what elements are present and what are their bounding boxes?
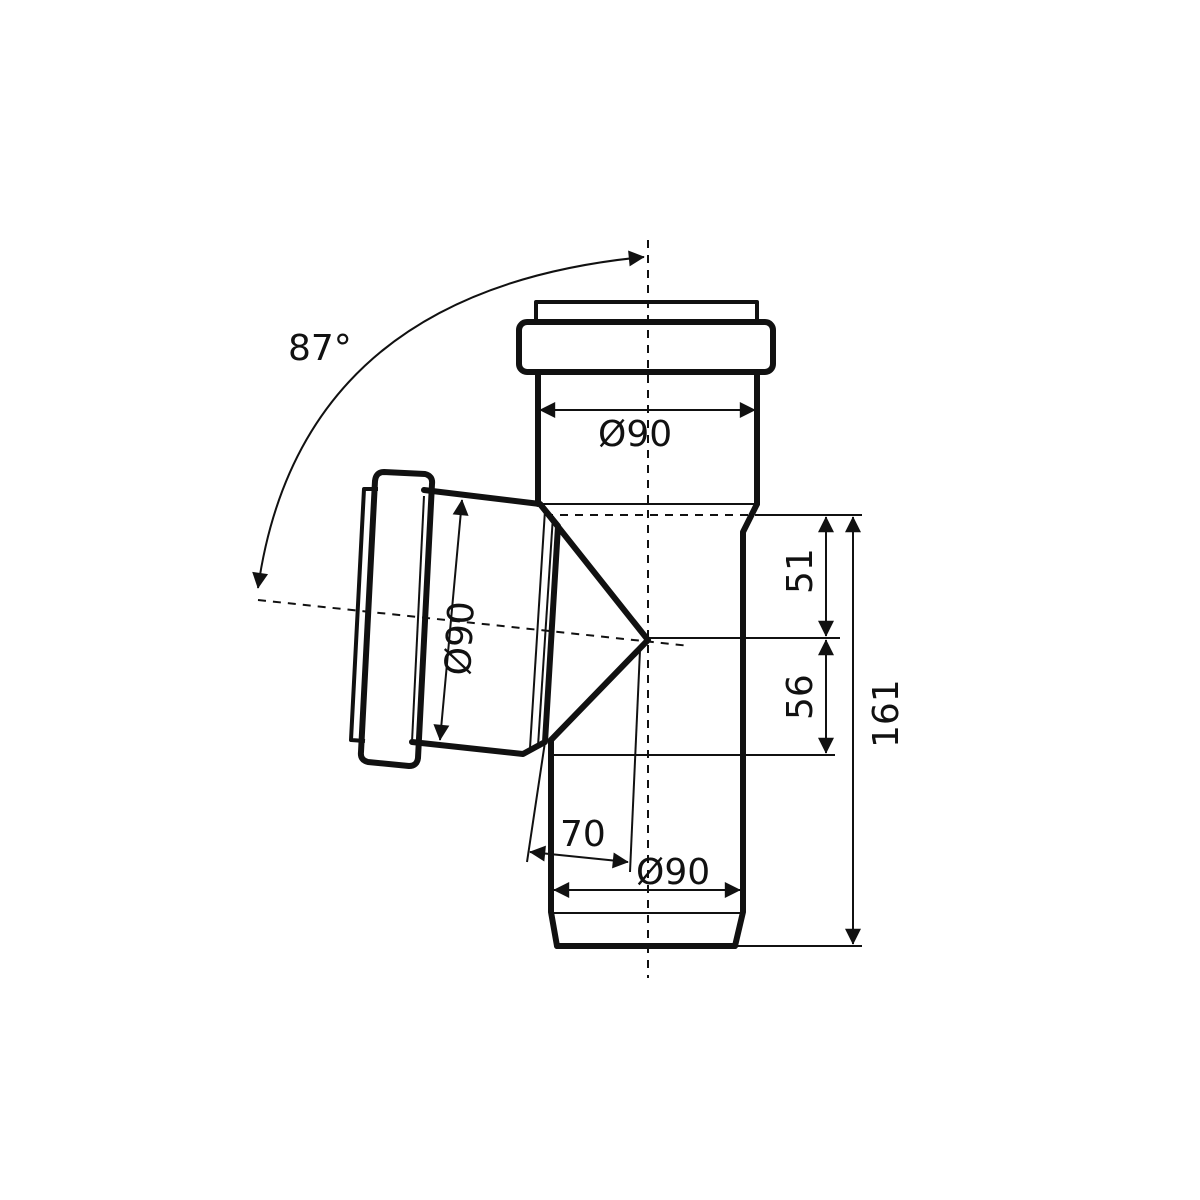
bottom-diameter-label: Ø90 [636,852,710,893]
branch-offset-extension-left [526,741,546,863]
lower-height-label: 56 [780,674,821,720]
branch-diameter-label: Ø90 [438,600,483,676]
angle-label: 87° [288,328,352,369]
top-socket [516,300,776,375]
branch-offset-extension-right [629,649,641,873]
branch-offset-label: 70 [560,814,606,855]
branch-center-line [257,599,691,647]
angle-arc [252,250,645,589]
branch-pipe [409,487,561,757]
total-height-label: 161 [866,679,907,748]
branch-socket [349,469,436,769]
extension-lines-right [648,514,862,947]
branch-diameter-dimension [433,499,469,741]
top-diameter-label: Ø90 [598,414,672,455]
branch-offset-dimension [529,845,629,869]
upper-height-label: 51 [780,548,821,594]
